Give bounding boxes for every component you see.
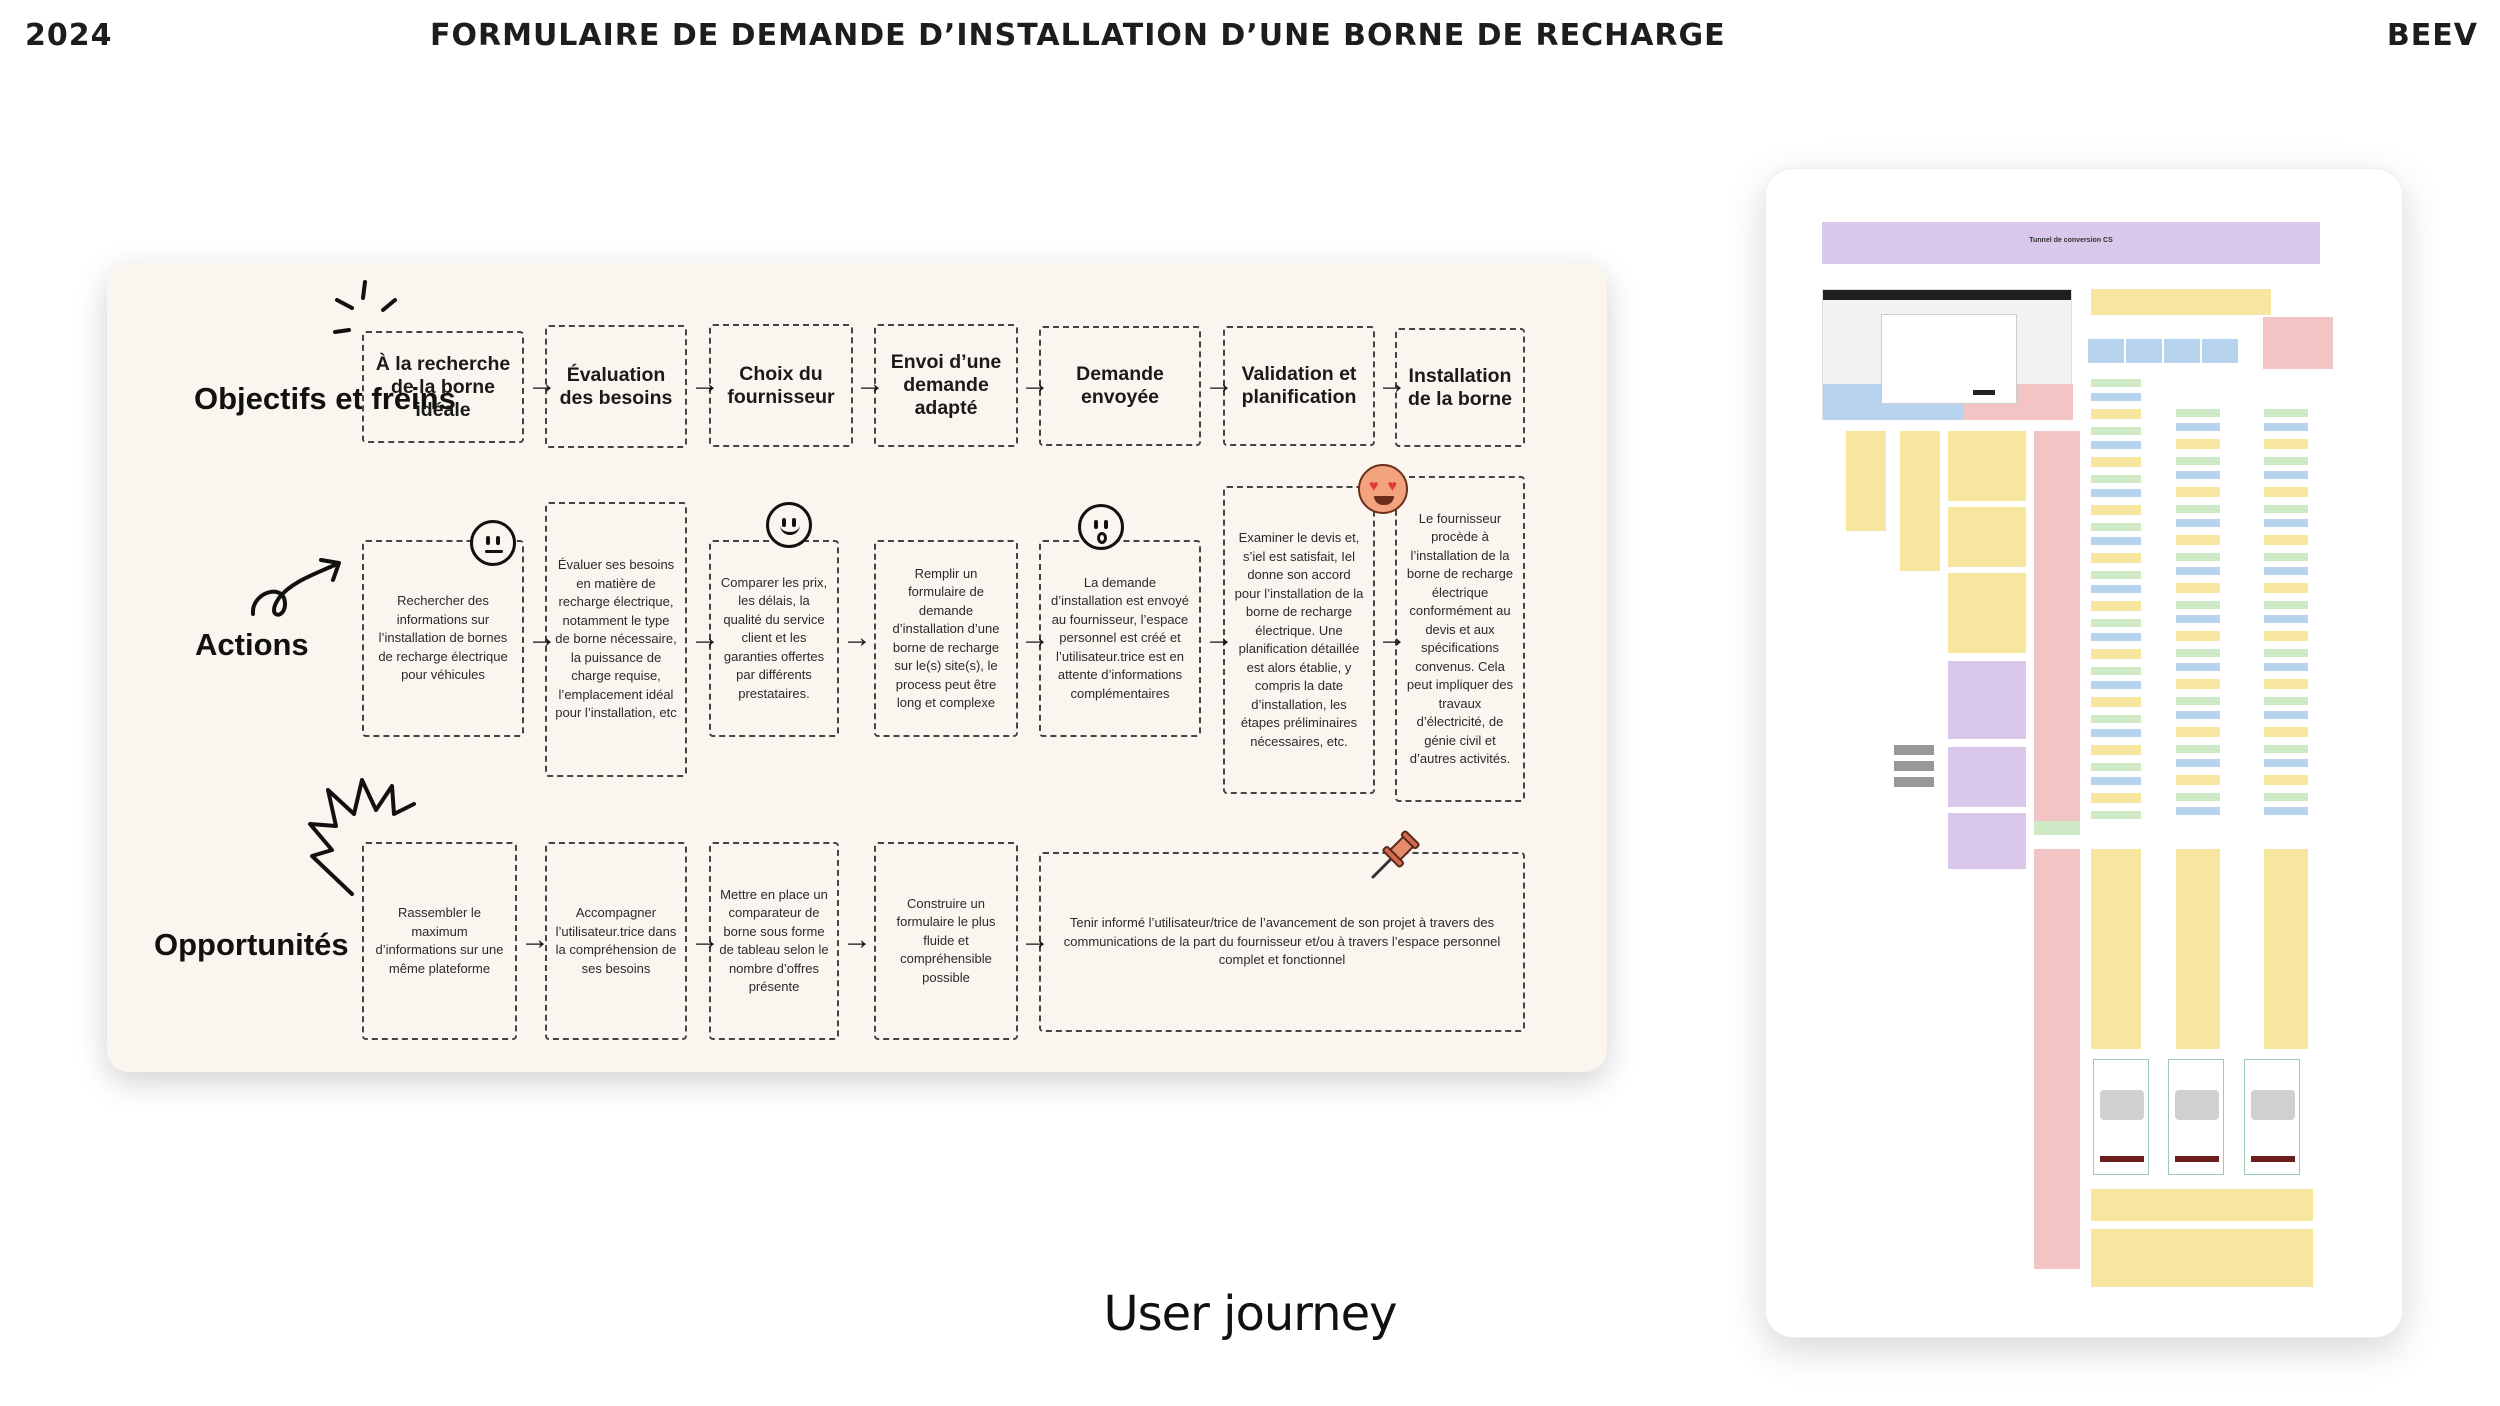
mini-sticky bbox=[1948, 661, 2026, 739]
smile-face-icon bbox=[766, 502, 812, 548]
mini-tag bbox=[1894, 777, 1934, 787]
mini-sticky bbox=[1948, 507, 2026, 567]
action-box: Examiner le devis et, s’iel est satisfai… bbox=[1223, 486, 1375, 794]
mini-website-preview bbox=[1822, 289, 2073, 420]
arrow-right-icon: → bbox=[842, 923, 872, 956]
caption: User journey bbox=[1103, 1286, 1397, 1342]
mini-tag bbox=[1894, 745, 1934, 755]
arrow-right-icon: → bbox=[527, 367, 557, 400]
mini-product-card bbox=[2244, 1059, 2300, 1175]
mini-tag bbox=[2034, 821, 2080, 835]
action-box: Le fournisseur procède à l’installation … bbox=[1395, 476, 1525, 802]
action-box: La demande d’installation est envoyé au … bbox=[1039, 540, 1201, 737]
mini-card bbox=[2126, 339, 2162, 363]
mini-column bbox=[2034, 431, 2080, 831]
mini-sticky bbox=[2263, 317, 2333, 369]
row-label-actions: Actions bbox=[195, 627, 309, 662]
mini-card-column bbox=[2176, 409, 2220, 819]
mini-sticky bbox=[1948, 747, 2026, 807]
mini-sticky bbox=[2091, 289, 2271, 315]
arrow-right-icon: → bbox=[1204, 621, 1234, 654]
arrow-right-icon: → bbox=[1020, 621, 1050, 654]
mini-sticky bbox=[2091, 1189, 2313, 1221]
row-label-opportunities: Opportunités bbox=[154, 927, 349, 962]
arrow-right-icon: → bbox=[690, 923, 720, 956]
stage-box: Installation de la borne bbox=[1395, 328, 1525, 447]
mini-card bbox=[2202, 339, 2238, 363]
header-brand: BEEV bbox=[2386, 18, 2478, 53]
arrow-right-icon: → bbox=[1020, 923, 1050, 956]
mini-product-card bbox=[2093, 1059, 2149, 1175]
arrow-right-icon: → bbox=[1020, 367, 1050, 400]
action-box: Remplir un formulaire de demande d’insta… bbox=[874, 540, 1018, 737]
mini-sticky bbox=[1846, 431, 1886, 531]
arrow-right-icon: → bbox=[1377, 621, 1407, 654]
user-journey-panel: Objectifs et freins Actions Opportunités… bbox=[107, 262, 1607, 1072]
stage-box: Choix du fournisseur bbox=[709, 324, 853, 447]
opportunity-box: Tenir informé l’utilisateur/trice de l’a… bbox=[1039, 852, 1525, 1032]
stage-box: Envoi d’une demande adapté bbox=[874, 324, 1018, 447]
stage-box: Demande envoyée bbox=[1039, 326, 1201, 446]
board-title-bar: Tunnel de conversion CS bbox=[1822, 222, 2320, 264]
action-box: Rechercher des informations sur l’instal… bbox=[362, 540, 524, 737]
surprised-face-icon bbox=[1078, 504, 1124, 550]
arrow-right-icon: → bbox=[690, 367, 720, 400]
mini-card bbox=[2164, 339, 2200, 363]
mini-tag bbox=[1894, 761, 1934, 771]
sparkle-icon bbox=[333, 280, 397, 334]
arrow-right-icon: → bbox=[842, 621, 872, 654]
mini-sticky bbox=[2264, 849, 2308, 1049]
arrow-right-icon: → bbox=[1204, 367, 1234, 400]
arrow-right-icon: → bbox=[690, 621, 720, 654]
stage-box: Validation et planification bbox=[1223, 326, 1375, 446]
stage-box: Évaluation des besoins bbox=[545, 325, 687, 448]
mini-column bbox=[2034, 849, 2080, 1269]
arrow-right-icon: → bbox=[520, 923, 550, 956]
mini-product-card bbox=[2168, 1059, 2224, 1175]
pushpin-icon bbox=[1371, 830, 1420, 879]
opportunity-box: Mettre en place un comparateur de borne … bbox=[709, 842, 839, 1040]
arrow-right-icon: → bbox=[855, 367, 885, 400]
board-title: Tunnel de conversion CS bbox=[2029, 237, 2113, 244]
mini-sticky bbox=[2176, 849, 2220, 1049]
mini-sticky bbox=[2091, 1229, 2313, 1287]
mini-card bbox=[2088, 339, 2124, 363]
mini-sticky bbox=[1900, 431, 1940, 571]
neutral-face-icon bbox=[470, 520, 516, 566]
mini-sticky bbox=[1948, 813, 2026, 869]
mini-sticky bbox=[1948, 573, 2026, 653]
mini-sticky bbox=[1948, 431, 2026, 501]
row-label-objectives: Objectifs et freins bbox=[194, 381, 456, 416]
swoosh-arrow-icon bbox=[251, 558, 341, 617]
opportunity-box: Rassembler le maximum d’informations sur… bbox=[362, 842, 517, 1040]
opportunity-box: Accompagner l’utilisateur.trice dans la … bbox=[545, 842, 687, 1040]
opportunity-box: Construire un formulaire le plus fluide … bbox=[874, 842, 1018, 1040]
stage-box: À la recherche de la borne idéale bbox=[362, 331, 524, 443]
mini-card-column bbox=[2091, 379, 2141, 819]
mini-sticky bbox=[2091, 849, 2141, 1049]
action-box: Comparer les prix, les délais, la qualit… bbox=[709, 540, 839, 737]
header-title: FORMULAIRE DE DEMANDE D’INSTALLATION D’U… bbox=[430, 18, 1726, 53]
arrow-right-icon: → bbox=[527, 621, 557, 654]
tablet-mockup: Tunnel de conversion CS bbox=[1765, 168, 2403, 1338]
heart-eyes-face-icon: ♥♥ bbox=[1358, 464, 1408, 514]
header-year: 2024 bbox=[25, 18, 113, 53]
arrow-right-icon: → bbox=[1377, 367, 1407, 400]
action-box: Évaluer ses besoins en matière de rechar… bbox=[545, 502, 687, 777]
mini-card-column bbox=[2264, 409, 2308, 819]
burst-icon bbox=[308, 778, 416, 896]
